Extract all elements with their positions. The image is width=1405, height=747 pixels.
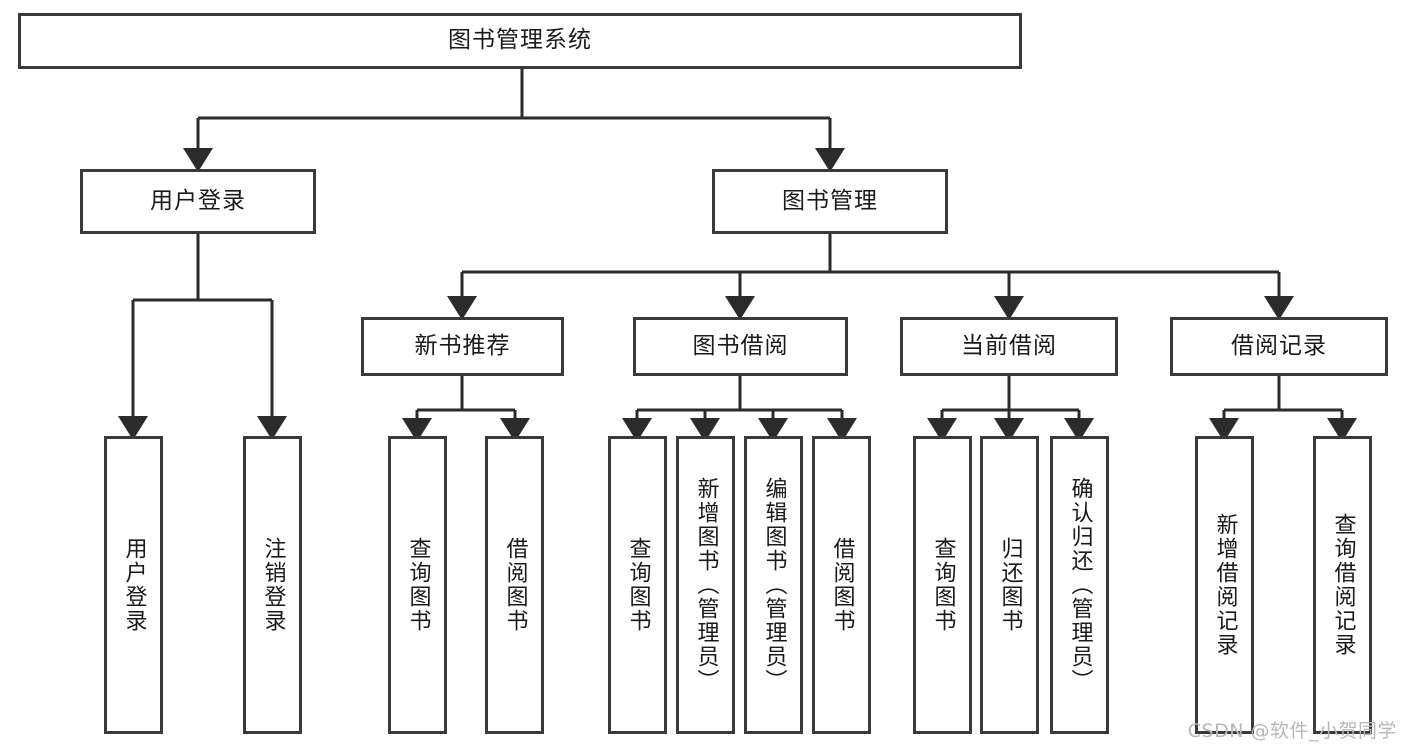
node-label: 确认归还（管理员） bbox=[1067, 477, 1093, 693]
node-label: 新增借阅记录 bbox=[1212, 513, 1238, 657]
node-label: 借阅记录 bbox=[1231, 332, 1327, 359]
node-label: 当前借阅 bbox=[961, 332, 1057, 359]
leaf-book-borrow-borrow-book[interactable]: 借阅图书 bbox=[812, 436, 871, 734]
node-label: 新增图书（管理员） bbox=[693, 477, 719, 693]
node-user-login[interactable]: 用户登录 bbox=[80, 169, 316, 234]
leaf-book-borrow-edit-book-admin[interactable]: 编辑图书（管理员） bbox=[744, 436, 803, 734]
node-label: 用户登录 bbox=[150, 187, 246, 214]
leaf-book-borrow-query-book[interactable]: 查询图书 bbox=[608, 436, 667, 734]
node-label: 查询图书 bbox=[405, 537, 431, 633]
csdn-watermark: CSDN @软件_小贺同学 bbox=[1187, 720, 1397, 742]
node-book-management[interactable]: 图书管理 bbox=[712, 169, 948, 234]
node-label: 归还图书 bbox=[997, 537, 1023, 633]
node-label: 新书推荐 bbox=[414, 332, 511, 359]
leaf-current-borrow-query-book[interactable]: 查询图书 bbox=[913, 436, 972, 734]
node-label: 借阅图书 bbox=[502, 537, 528, 633]
node-label: 用户登录 bbox=[121, 537, 147, 633]
node-label: 图书管理系统 bbox=[448, 27, 592, 54]
node-current-borrow[interactable]: 当前借阅 bbox=[900, 317, 1118, 376]
node-label: 图书管理 bbox=[782, 187, 878, 214]
node-label: 编辑图书（管理员） bbox=[761, 477, 787, 693]
leaf-book-borrow-add-book-admin[interactable]: 新增图书（管理员） bbox=[676, 436, 735, 734]
node-root-book-management-system[interactable]: 图书管理系统 bbox=[18, 13, 1022, 69]
node-label: 查询图书 bbox=[930, 537, 956, 633]
node-label: 图书借阅 bbox=[692, 332, 789, 359]
leaf-user-login-logout[interactable]: 注销登录 bbox=[243, 436, 302, 734]
leaf-current-borrow-return-book[interactable]: 归还图书 bbox=[980, 436, 1039, 734]
node-book-borrow[interactable]: 图书借阅 bbox=[633, 317, 848, 376]
leaf-new-book-borrow-book[interactable]: 借阅图书 bbox=[485, 436, 544, 734]
node-new-book-recommend[interactable]: 新书推荐 bbox=[361, 317, 564, 376]
node-label: 注销登录 bbox=[260, 537, 286, 633]
leaf-user-login-login[interactable]: 用户登录 bbox=[104, 436, 163, 734]
node-label: 查询图书 bbox=[625, 537, 651, 633]
leaf-borrow-record-query-record[interactable]: 查询借阅记录 bbox=[1313, 436, 1372, 734]
leaf-current-borrow-confirm-return-admin[interactable]: 确认归还（管理员） bbox=[1050, 436, 1109, 734]
leaf-new-book-query-book[interactable]: 查询图书 bbox=[388, 436, 447, 734]
node-borrow-record[interactable]: 借阅记录 bbox=[1170, 317, 1388, 376]
leaf-borrow-record-add-record[interactable]: 新增借阅记录 bbox=[1195, 436, 1254, 734]
node-label: 借阅图书 bbox=[829, 537, 855, 633]
node-label: 查询借阅记录 bbox=[1330, 513, 1356, 657]
